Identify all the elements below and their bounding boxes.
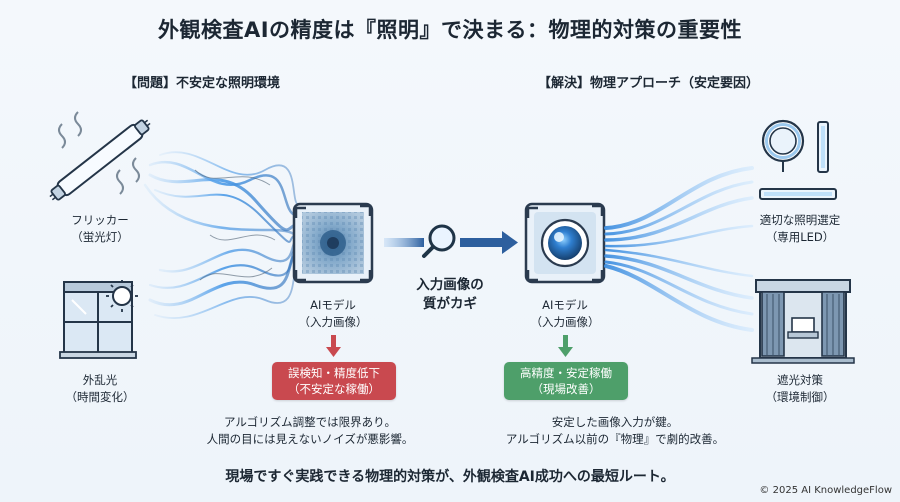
noisy-ai-model-icon [292,202,374,284]
problem-description: アルゴリズム調整では限界あり。 人間の目には見えないノイズが悪影響。 [206,415,414,447]
ring-light-led-icon [759,119,837,200]
window-sunlight-icon [59,280,138,359]
problem-result-badge: 誤検知・精度低下 （不安定な稼働） [272,362,396,401]
ambient-light-label: 外乱光 （時間変化） [65,373,135,404]
flow-arrow-left [384,238,424,247]
problem-model-label: AIモデル （入力画像） [298,298,368,329]
solution-model-label: AIモデル （入力画像） [530,298,600,329]
solution-down-arrow [558,335,573,357]
shading-booth-icon [751,279,855,364]
conclusion-text: 現場ですぐ実践できる物理的対策が、外観検査AI成功への最短ルート。 [225,469,675,485]
unstable-light-waves [143,151,300,319]
problem-down-arrow [326,335,341,357]
key-caption: 入力画像の 質がカギ [416,277,484,312]
page-title: 外観検査AIの精度は『照明』で決まる：物理的対策の重要性 [157,18,743,42]
clear-ai-model-icon [524,202,606,284]
led-selection-label: 適切な照明選定 （専用LED） [759,213,841,244]
problem-heading: 【問題】不安定な照明環境 [124,76,281,91]
solution-heading: 【解決】物理アプローチ（安定要因） [538,76,760,91]
fluorescent-tube-icon [49,111,151,201]
magnifier-icon [422,224,456,258]
flicker-label: フリッカー （蛍光灯） [71,213,129,244]
solution-result-badge: 高精度・安定稼働 （現場改善） [504,362,628,401]
copyright-notice: © 2025 AI KnowledgeFlow [759,485,892,496]
shading-label: 遮光対策 （環境制御） [765,373,835,404]
stable-light-streams [604,166,754,332]
solution-description: 安定した画像入力が鍵。 アルゴリズム以前の『物理』で劇的改善。 [505,415,725,447]
noise-streaks [194,169,276,281]
flow-arrow-right [460,231,518,254]
